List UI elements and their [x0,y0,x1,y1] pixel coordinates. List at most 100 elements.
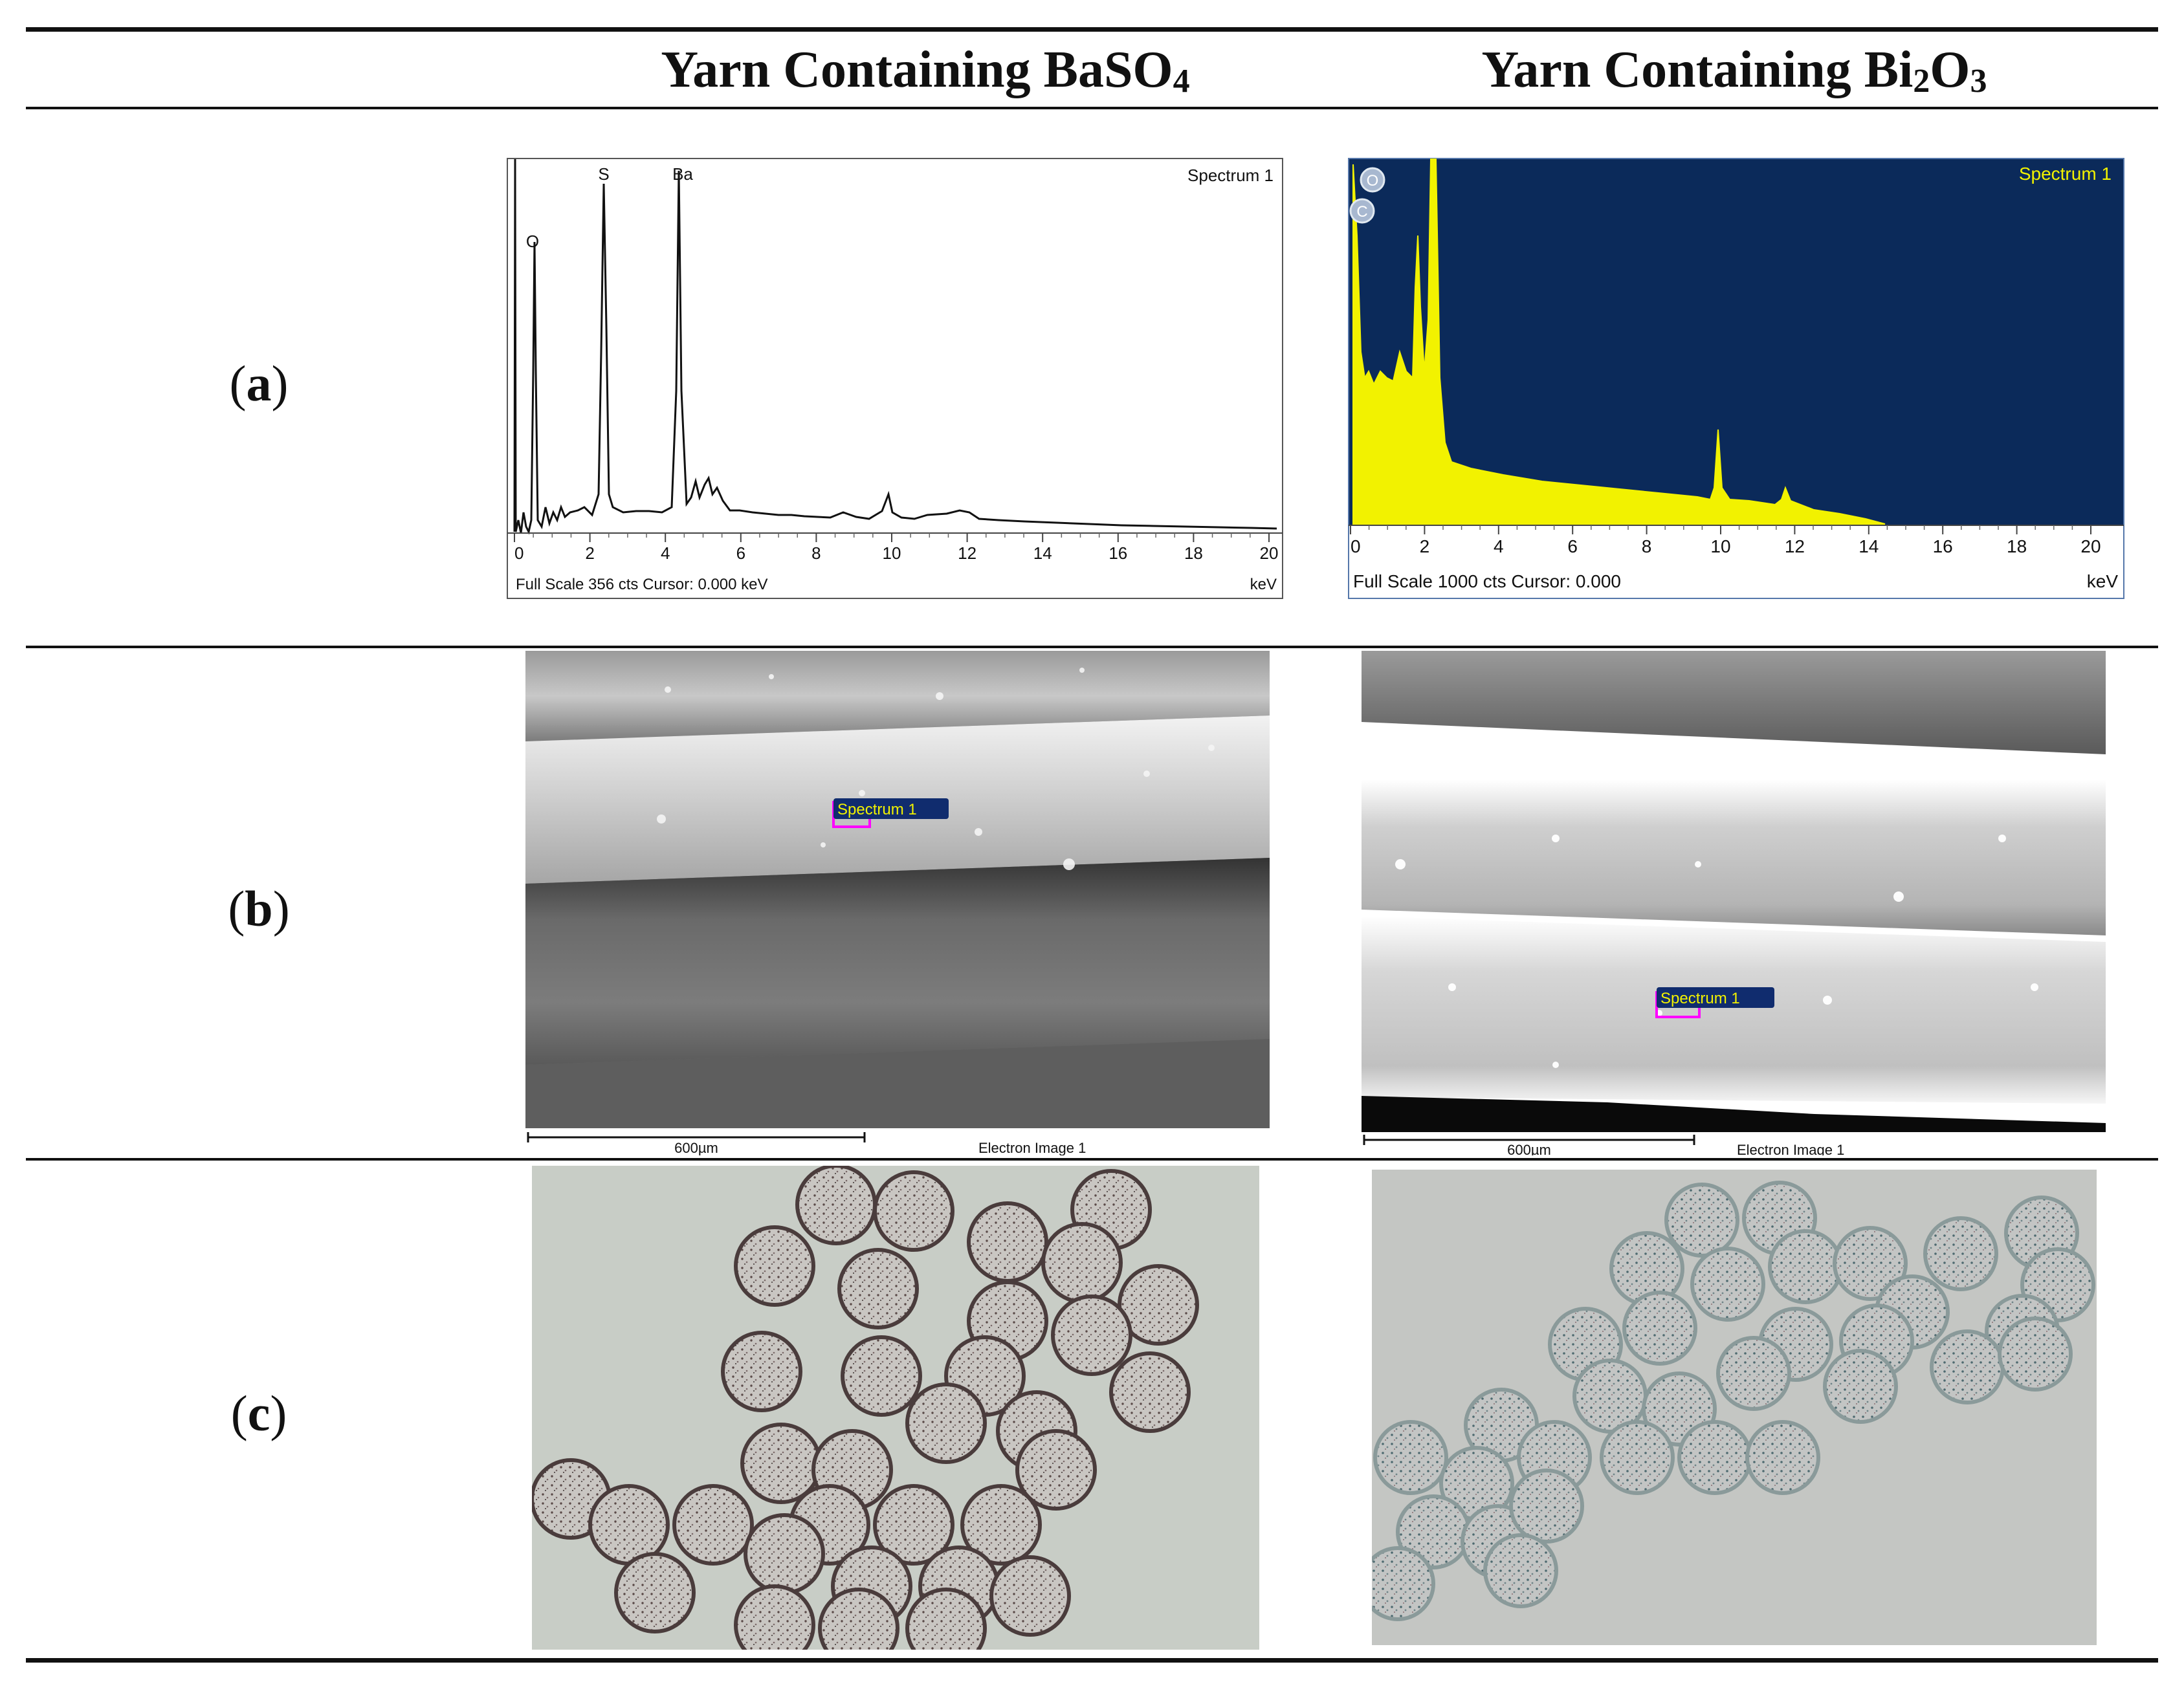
x-axis-tick-label: 18 [1184,543,1203,563]
x-axis-tick-label: 0 [1351,536,1361,556]
fiber-cross-section [1509,1469,1584,1544]
fiber-cross-section [1483,1533,1558,1608]
micrograph-baso4 [532,1166,1259,1650]
row-label-c: (c) [230,1385,287,1441]
fiber-cross-section [1677,1420,1752,1495]
x-axis-tick-label: 4 [661,543,670,563]
axis-unit: keV [2087,571,2119,591]
eds-spectrum-baso4: Spectrum 1 O S Ba 0 2 4 6 8 10 12 14 16 18 20 Full… [507,158,1283,599]
x-axis-tick-label: 10 [1710,536,1730,556]
fiber-cross-section [1833,1226,1908,1301]
scale-bar-label: 600µm [674,1140,718,1155]
sem-image-bi2o3: Spectrum 1 600µm Electron Image 1 [1362,651,2106,1155]
fiber-cross-section [1372,1546,1435,1621]
spectrum-label: Spectrum 1 [1187,166,1274,185]
fiber-cross-section [734,1225,815,1307]
row-b-bottom-rule [26,1158,2158,1161]
x-axis-tick-label: 20 [2080,536,2101,556]
x-axis-tick-label: 2 [1420,536,1430,556]
fiber-cross-section [1690,1247,1765,1322]
sem-image-baso4: Spectrum 1 600µm Electron Image 1 [525,651,1270,1155]
fiber-cross-section [1923,1216,1998,1291]
header-bottom-rule [26,107,2158,109]
x-axis-tick-label: 8 [811,543,821,563]
row-label-b: (b) [228,880,290,937]
fiber-cross-section [1664,1183,1739,1258]
column-header-baso4: Yarn Containing BaSO4 [661,41,1190,100]
x-axis-tick-label: 16 [1933,536,1953,556]
spectrum-tag: Spectrum 1 [1660,990,1740,1007]
micrograph-bi2o3 [1372,1170,2097,1645]
row-label-a: (a) [229,355,289,411]
peak-label-o: O [526,232,539,251]
fiber-cross-section [1118,1264,1199,1346]
x-axis-tick-label: 10 [883,543,901,563]
fiber-cross-sections [1372,1181,2095,1621]
fiber-cross-section [1745,1420,1820,1495]
fiber-cross-section [1109,1351,1191,1433]
spectrum-tag: Spectrum 1 [837,801,917,818]
fiber-cross-section [1600,1420,1675,1495]
fiber-cross-section [873,1170,954,1252]
fiber-cross-section [837,1248,919,1329]
table-top-rule [26,27,2158,32]
image-caption: Electron Image 1 [1737,1142,1844,1155]
peak-label-s: S [598,164,609,184]
x-axis-tick-label: 4 [1494,536,1504,556]
x-axis-tick-label: 14 [1859,536,1879,556]
x-axis-ticks: 0 2 4 6 8 10 12 14 16 18 20 [514,533,1278,563]
x-axis-ticks: 0 2 4 6 8 10 12 14 16 18 20 [1350,525,2101,556]
image-caption: Electron Image 1 [978,1140,1086,1155]
x-axis-tick-label: 18 [2007,536,2027,556]
fiber-cross-section [960,1484,1042,1566]
fiber-cross-section [1041,1222,1123,1304]
table-bottom-rule [26,1658,2158,1663]
fiber-cross-section [721,1331,802,1412]
x-axis-tick-label: 6 [736,543,745,563]
fiber-cross-section [818,1588,899,1650]
spectrum-label: Spectrum 1 [2019,164,2112,184]
fiber-cross-section [614,1552,696,1633]
column-header-bi2o3: Yarn Containing Bi2O3 [1481,41,1987,100]
fiber-cross-section [989,1555,1071,1637]
fiber-cross-section [905,1588,987,1650]
peak-label-o: O [1367,172,1379,190]
fiber-cross-section [1998,1316,2073,1392]
fiber-cross-section [672,1484,754,1566]
x-axis-tick-label: 8 [1642,536,1652,556]
fiber-cross-section [744,1513,825,1595]
fiber-cross-section [795,1166,877,1245]
row-a-bottom-rule [26,646,2158,648]
fiber-cross-section [588,1484,670,1566]
spectrum-trace [513,158,1277,535]
peak-label-c: C [1356,203,1367,221]
fiber-cross-section [1622,1291,1697,1366]
x-axis-tick-label: 12 [1785,536,1805,556]
fiber-cross-sections [532,1166,1199,1650]
fiber-cross-section [1716,1336,1791,1411]
footer-text: Full Scale 356 cts Cursor: 0.000 keV [516,576,768,593]
fiber-cross-section [1930,1329,2005,1404]
fiber-cross-section [905,1382,987,1464]
x-axis-tick-label: 2 [585,543,594,563]
fiber-cross-section [734,1584,815,1650]
spectrum-trace [1352,158,1886,525]
fiber-cross-section [1015,1429,1097,1511]
fiber-cross-section [1823,1349,1898,1424]
fiber-cross-section [873,1484,954,1566]
footer-text: Full Scale 1000 cts Cursor: 0.000 [1353,571,1621,591]
fiber-cross-section [841,1335,922,1417]
eds-spectrum-bi2o3: Spectrum 1 O C 0 2 4 6 8 10 12 14 16 18 20 Full Sc… [1348,158,2124,599]
scale-bar-label: 600µm [1507,1142,1551,1155]
peak-label-ba: Ba [672,164,693,184]
x-axis-tick-label: 16 [1109,543,1127,563]
fiber-cross-section [967,1201,1048,1283]
x-axis-tick-label: 14 [1033,543,1052,563]
fiber-cross-section [1373,1420,1448,1495]
x-axis-tick-label: 20 [1260,543,1279,563]
x-axis-tick-label: 0 [514,543,524,563]
fiber-cross-section [1768,1229,1843,1304]
x-axis-tick-label: 6 [1567,536,1578,556]
axis-unit: keV [1250,576,1277,593]
x-axis-tick-label: 12 [958,543,976,563]
